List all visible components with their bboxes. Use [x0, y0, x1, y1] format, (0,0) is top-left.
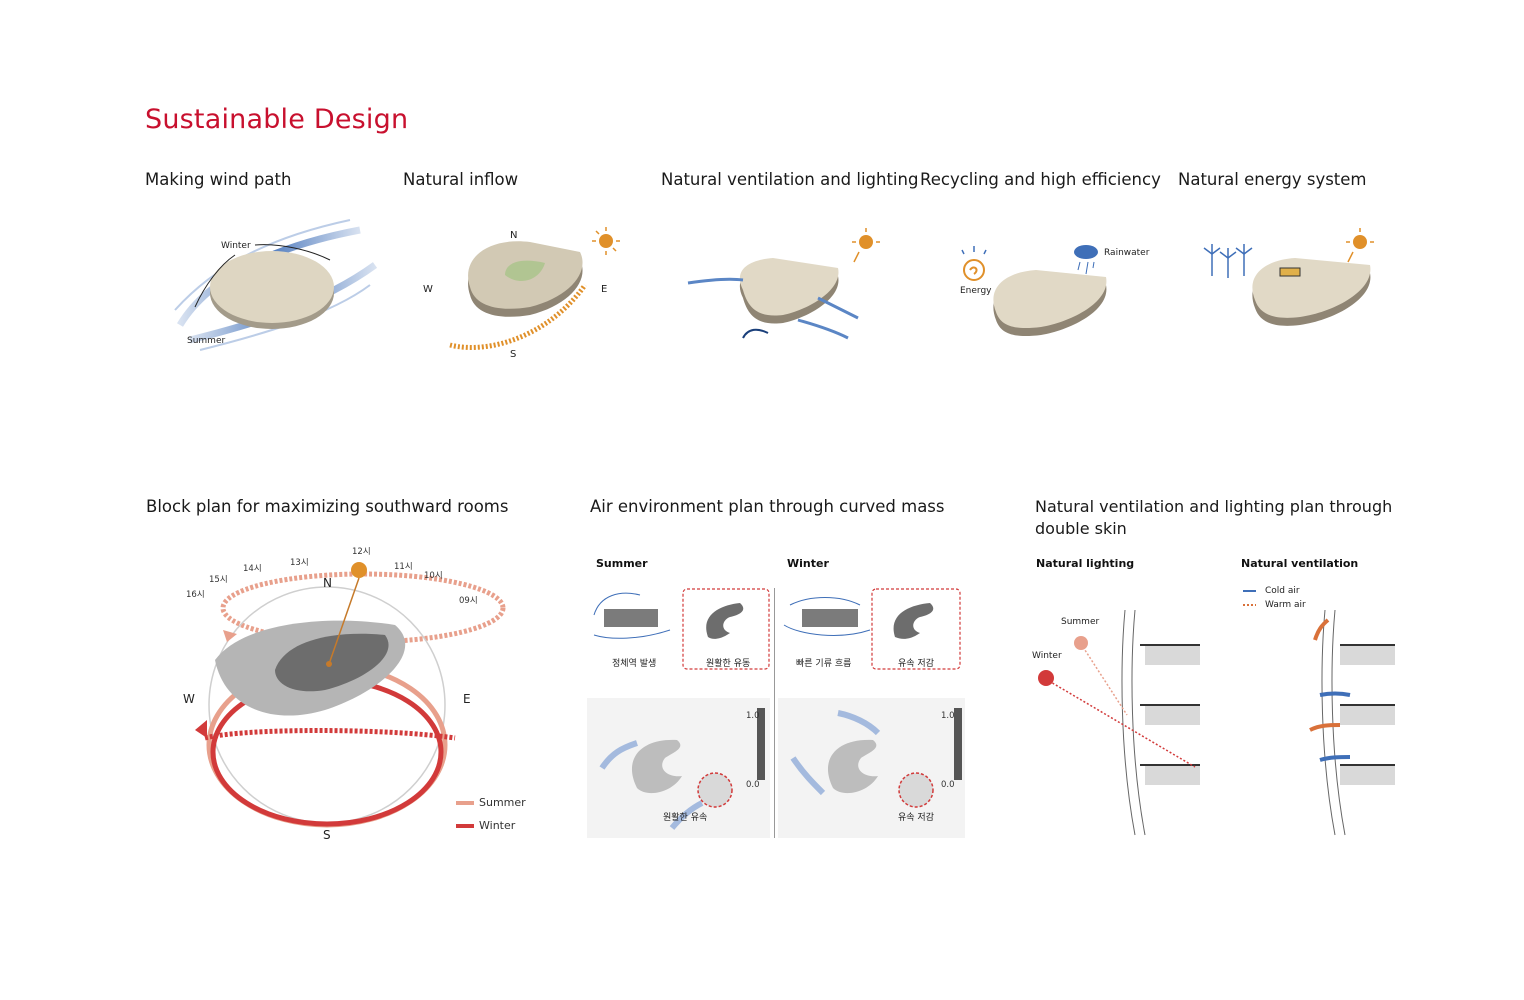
label-winter: Winter: [221, 241, 251, 251]
ventilation-lighting-diagram: [687, 228, 880, 340]
label-cold-air: Cold air: [1265, 586, 1300, 596]
scale-min: 0.0: [746, 780, 760, 790]
double-skin-lighting: [1038, 609, 1200, 836]
natural-inflow-diagram: [449, 227, 620, 350]
compass-n: N: [510, 230, 518, 241]
legend-summer-swatch: [456, 801, 474, 805]
air-winter-simulation: [778, 698, 965, 838]
hour-label: 10시: [424, 571, 443, 581]
hour-label: 12시: [352, 547, 371, 557]
label-rainwater: Rainwater: [1104, 248, 1150, 258]
section-title-natural-inflow: Natural inflow: [403, 170, 519, 189]
caption: 유속 저감: [898, 659, 934, 669]
recycling-diagram: [961, 245, 1107, 337]
section-title-double-skin: Natural ventilation and lighting plan th…: [1035, 497, 1393, 538]
section-title-air-environment: Air environment plan through curved mass: [590, 497, 945, 516]
legend-winter-swatch: [456, 824, 474, 828]
ventilation-heading: Natural ventilation: [1241, 557, 1359, 570]
section-title-wind-path: Making wind path: [145, 170, 292, 189]
divider: [774, 588, 775, 838]
lighting-heading: Natural lighting: [1036, 557, 1135, 570]
legend-winter: Winter: [479, 819, 516, 832]
scale-max: 1.0: [746, 711, 760, 721]
compass-w: W: [183, 692, 195, 706]
air-winter-schematic: [783, 588, 961, 670]
hour-label: 09시: [459, 596, 478, 606]
hour-label: 11시: [394, 562, 413, 572]
label-winter: Winter: [1032, 651, 1062, 661]
air-summer-simulation: [587, 698, 770, 838]
double-skin-ventilation: [1243, 590, 1395, 836]
compass-n: N: [323, 576, 332, 590]
energy-system-diagram: [1203, 228, 1374, 326]
compass-e: E: [463, 692, 471, 706]
section-title-energy-system: Natural energy system: [1178, 170, 1367, 189]
sun-path-diagram: [195, 562, 506, 828]
hour-label: 15시: [209, 575, 228, 585]
caption: 원활한 유동: [706, 659, 751, 669]
section-title-block-plan: Block plan for maximizing southward room…: [146, 497, 509, 516]
compass-s: S: [323, 828, 331, 842]
label-warm-air: Warm air: [1265, 600, 1306, 610]
scale-max: 1.0: [941, 711, 955, 721]
label-summer: Summer: [187, 336, 226, 346]
scale-min: 0.0: [941, 780, 955, 790]
label-energy: Energy: [960, 286, 992, 296]
hour-label: 16시: [186, 590, 205, 600]
hour-label: 13시: [290, 558, 309, 568]
compass-s: S: [510, 349, 517, 360]
compass-e: E: [601, 284, 608, 295]
caption: 빠른 기류 흐름: [796, 659, 852, 669]
air-summer-schematic: [593, 588, 770, 670]
sim-label: 원활한 유속: [663, 813, 708, 823]
wind-path-diagram: [174, 219, 378, 351]
compass-w: W: [423, 284, 433, 295]
section-title-recycling: Recycling and high efficiency: [920, 170, 1161, 189]
page-title: Sustainable Design: [145, 104, 409, 135]
hour-label: 14시: [243, 564, 262, 574]
section-title-ventilation-lighting: Natural ventilation and lighting: [661, 170, 919, 189]
caption: 정체역 발생: [612, 659, 657, 669]
legend-summer: Summer: [479, 796, 526, 809]
label-summer: Summer: [1061, 617, 1100, 627]
air-winter-heading: Winter: [787, 557, 829, 570]
sim-label: 유속 저감: [898, 813, 934, 823]
air-summer-heading: Summer: [596, 557, 648, 570]
